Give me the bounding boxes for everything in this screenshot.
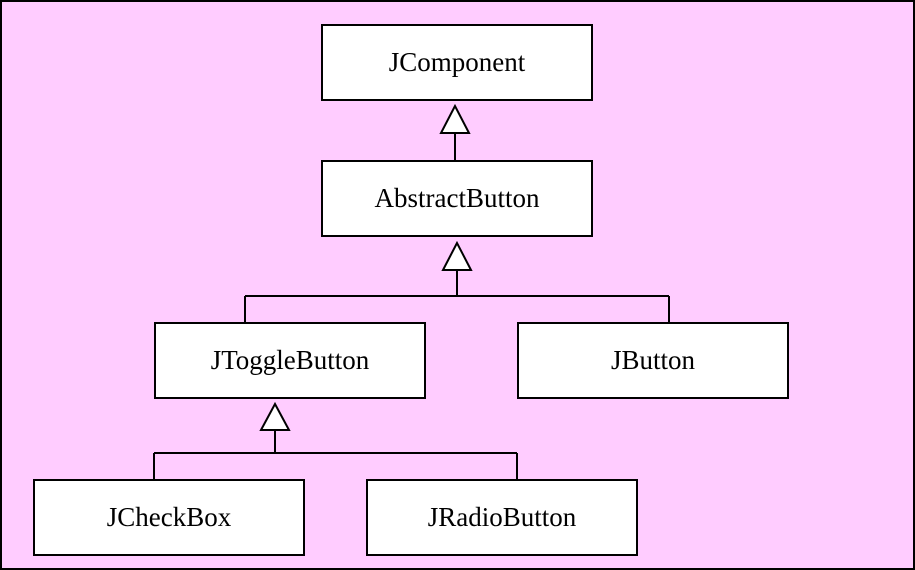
inheritance-arrowhead (441, 240, 473, 271)
inheritance-children-to-jtogglebutton (153, 401, 518, 479)
class-box-jtogglebutton: JToggleButton (154, 322, 426, 399)
inheritance-children-to-abstractbutton (244, 240, 670, 322)
class-name: JComponent (388, 47, 526, 77)
class-name: JCheckBox (106, 502, 232, 532)
class-name: JToggleButton (210, 345, 370, 375)
class-name: JRadioButton (427, 502, 577, 532)
class-box-jcomponent: JComponent (321, 24, 593, 101)
class-box-jradiobutton: JRadioButton (366, 479, 638, 556)
class-box-jbutton: JButton (517, 322, 789, 399)
class-box-abstractbutton: AbstractButton (321, 160, 593, 237)
class-name: AbstractButton (374, 183, 540, 213)
class-box-jcheckbox: JCheckBox (33, 479, 305, 556)
inheritance-abstractbutton-to-jcomponent (439, 103, 471, 160)
inheritance-arrowhead (439, 103, 471, 134)
class-name: JButton (610, 345, 696, 375)
inheritance-arrowhead (259, 401, 291, 431)
